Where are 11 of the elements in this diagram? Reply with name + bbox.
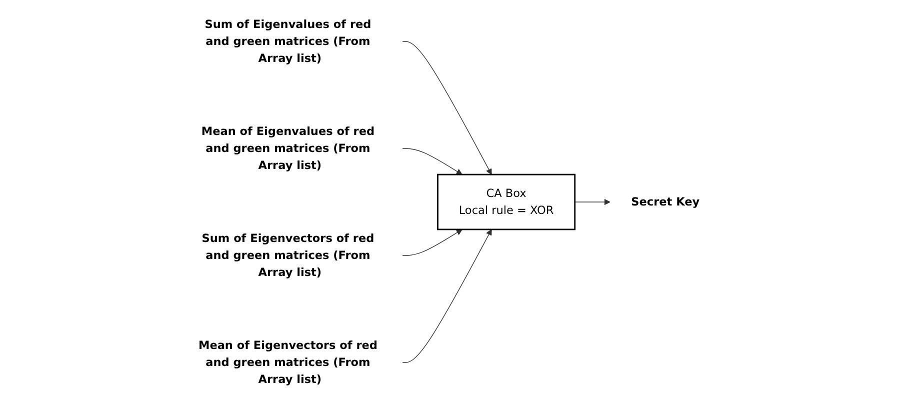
arrow [402,148,462,175]
node-text: Sum of Eigenvectors of red and green matrices (From Array list) [202,232,374,279]
node-box: CA Box Local rule = XOR [437,174,576,230]
arrow [574,198,610,206]
arrow [402,229,462,256]
arrow [402,229,492,363]
node-text: Sum of Eigenvalues of red and green matrices (From Array list) [204,18,372,65]
node-text: Mean of Eigenvalues of red and green matrices (From Array list) [201,124,375,172]
arrow [402,41,492,175]
node-text: Secret Key [631,194,700,208]
node-text: Mean of Eigenvectors of red and green matrices (From Array list) [198,338,378,386]
